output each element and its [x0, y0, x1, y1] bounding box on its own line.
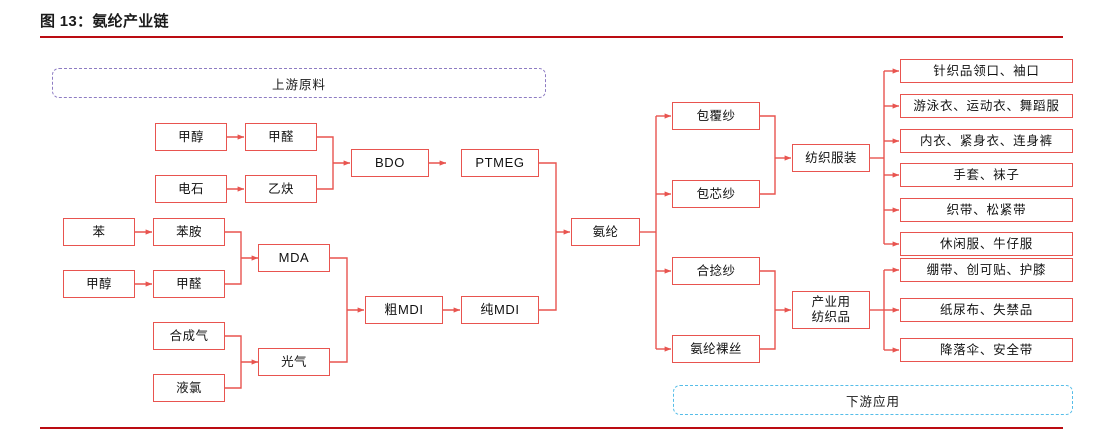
band-upstream: 上游原料 — [52, 68, 546, 98]
node-mda[interactable]: MDA — [258, 244, 330, 272]
node-aniline[interactable]: 苯胺 — [153, 218, 225, 246]
app-item-apparel-4[interactable]: 织带、松紧带 — [900, 198, 1073, 222]
band-downstream: 下游应用 — [673, 385, 1073, 415]
app-item-apparel-1[interactable]: 游泳衣、运动衣、舞蹈服 — [900, 94, 1073, 118]
title-divider — [40, 36, 1063, 38]
node-methanol-top[interactable]: 甲醇 — [155, 123, 227, 151]
app-item-industrial-2[interactable]: 降落伞、安全带 — [900, 338, 1073, 362]
node-syngas[interactable]: 合成气 — [153, 322, 225, 350]
node-formaldehyde-mid[interactable]: 甲醛 — [153, 270, 225, 298]
node-phosgene[interactable]: 光气 — [258, 348, 330, 376]
node-formaldehyde-top[interactable]: 甲醛 — [245, 123, 317, 151]
node-plied-yarn[interactable]: 合捻纱 — [672, 257, 760, 285]
node-textile-apparel[interactable]: 纺织服装 — [792, 144, 870, 172]
node-ptmeg[interactable]: PTMEG — [461, 149, 539, 177]
node-pure-mdi[interactable]: 纯MDI — [461, 296, 539, 324]
app-item-apparel-0[interactable]: 针织品领口、袖口 — [900, 59, 1073, 83]
node-liquid-chlorine[interactable]: 液氯 — [153, 374, 225, 402]
node-core-spun-yarn[interactable]: 包芯纱 — [672, 180, 760, 208]
app-item-apparel-3[interactable]: 手套、袜子 — [900, 163, 1073, 187]
node-bdo[interactable]: BDO — [351, 149, 429, 177]
node-methanol-mid[interactable]: 甲醇 — [63, 270, 135, 298]
node-benzene[interactable]: 苯 — [63, 218, 135, 246]
flowchart-canvas: 上游原料 下游应用 苯 甲醇 甲醇 电石 苯胺 甲醛 合成气 液氯 甲醛 乙炔 … — [0, 48, 1103, 423]
app-item-apparel-5[interactable]: 休闲服、牛仔服 — [900, 232, 1073, 256]
figure-title: 图 13：氨纶产业链 — [40, 13, 169, 30]
bottom-divider — [40, 427, 1063, 429]
node-covered-yarn[interactable]: 包覆纱 — [672, 102, 760, 130]
app-item-apparel-2[interactable]: 内衣、紧身衣、连身裤 — [900, 129, 1073, 153]
node-acetylene[interactable]: 乙炔 — [245, 175, 317, 203]
node-calcium-carbide[interactable]: 电石 — [155, 175, 227, 203]
node-bare-spandex-filament[interactable]: 氨纶裸丝 — [672, 335, 760, 363]
node-crude-mdi[interactable]: 粗MDI — [365, 296, 443, 324]
node-industrial-textiles[interactable]: 产业用 纺织品 — [792, 291, 870, 329]
app-item-industrial-0[interactable]: 绷带、创可贴、护膝 — [900, 258, 1073, 282]
app-item-industrial-1[interactable]: 纸尿布、失禁品 — [900, 298, 1073, 322]
node-spandex[interactable]: 氨纶 — [571, 218, 640, 246]
